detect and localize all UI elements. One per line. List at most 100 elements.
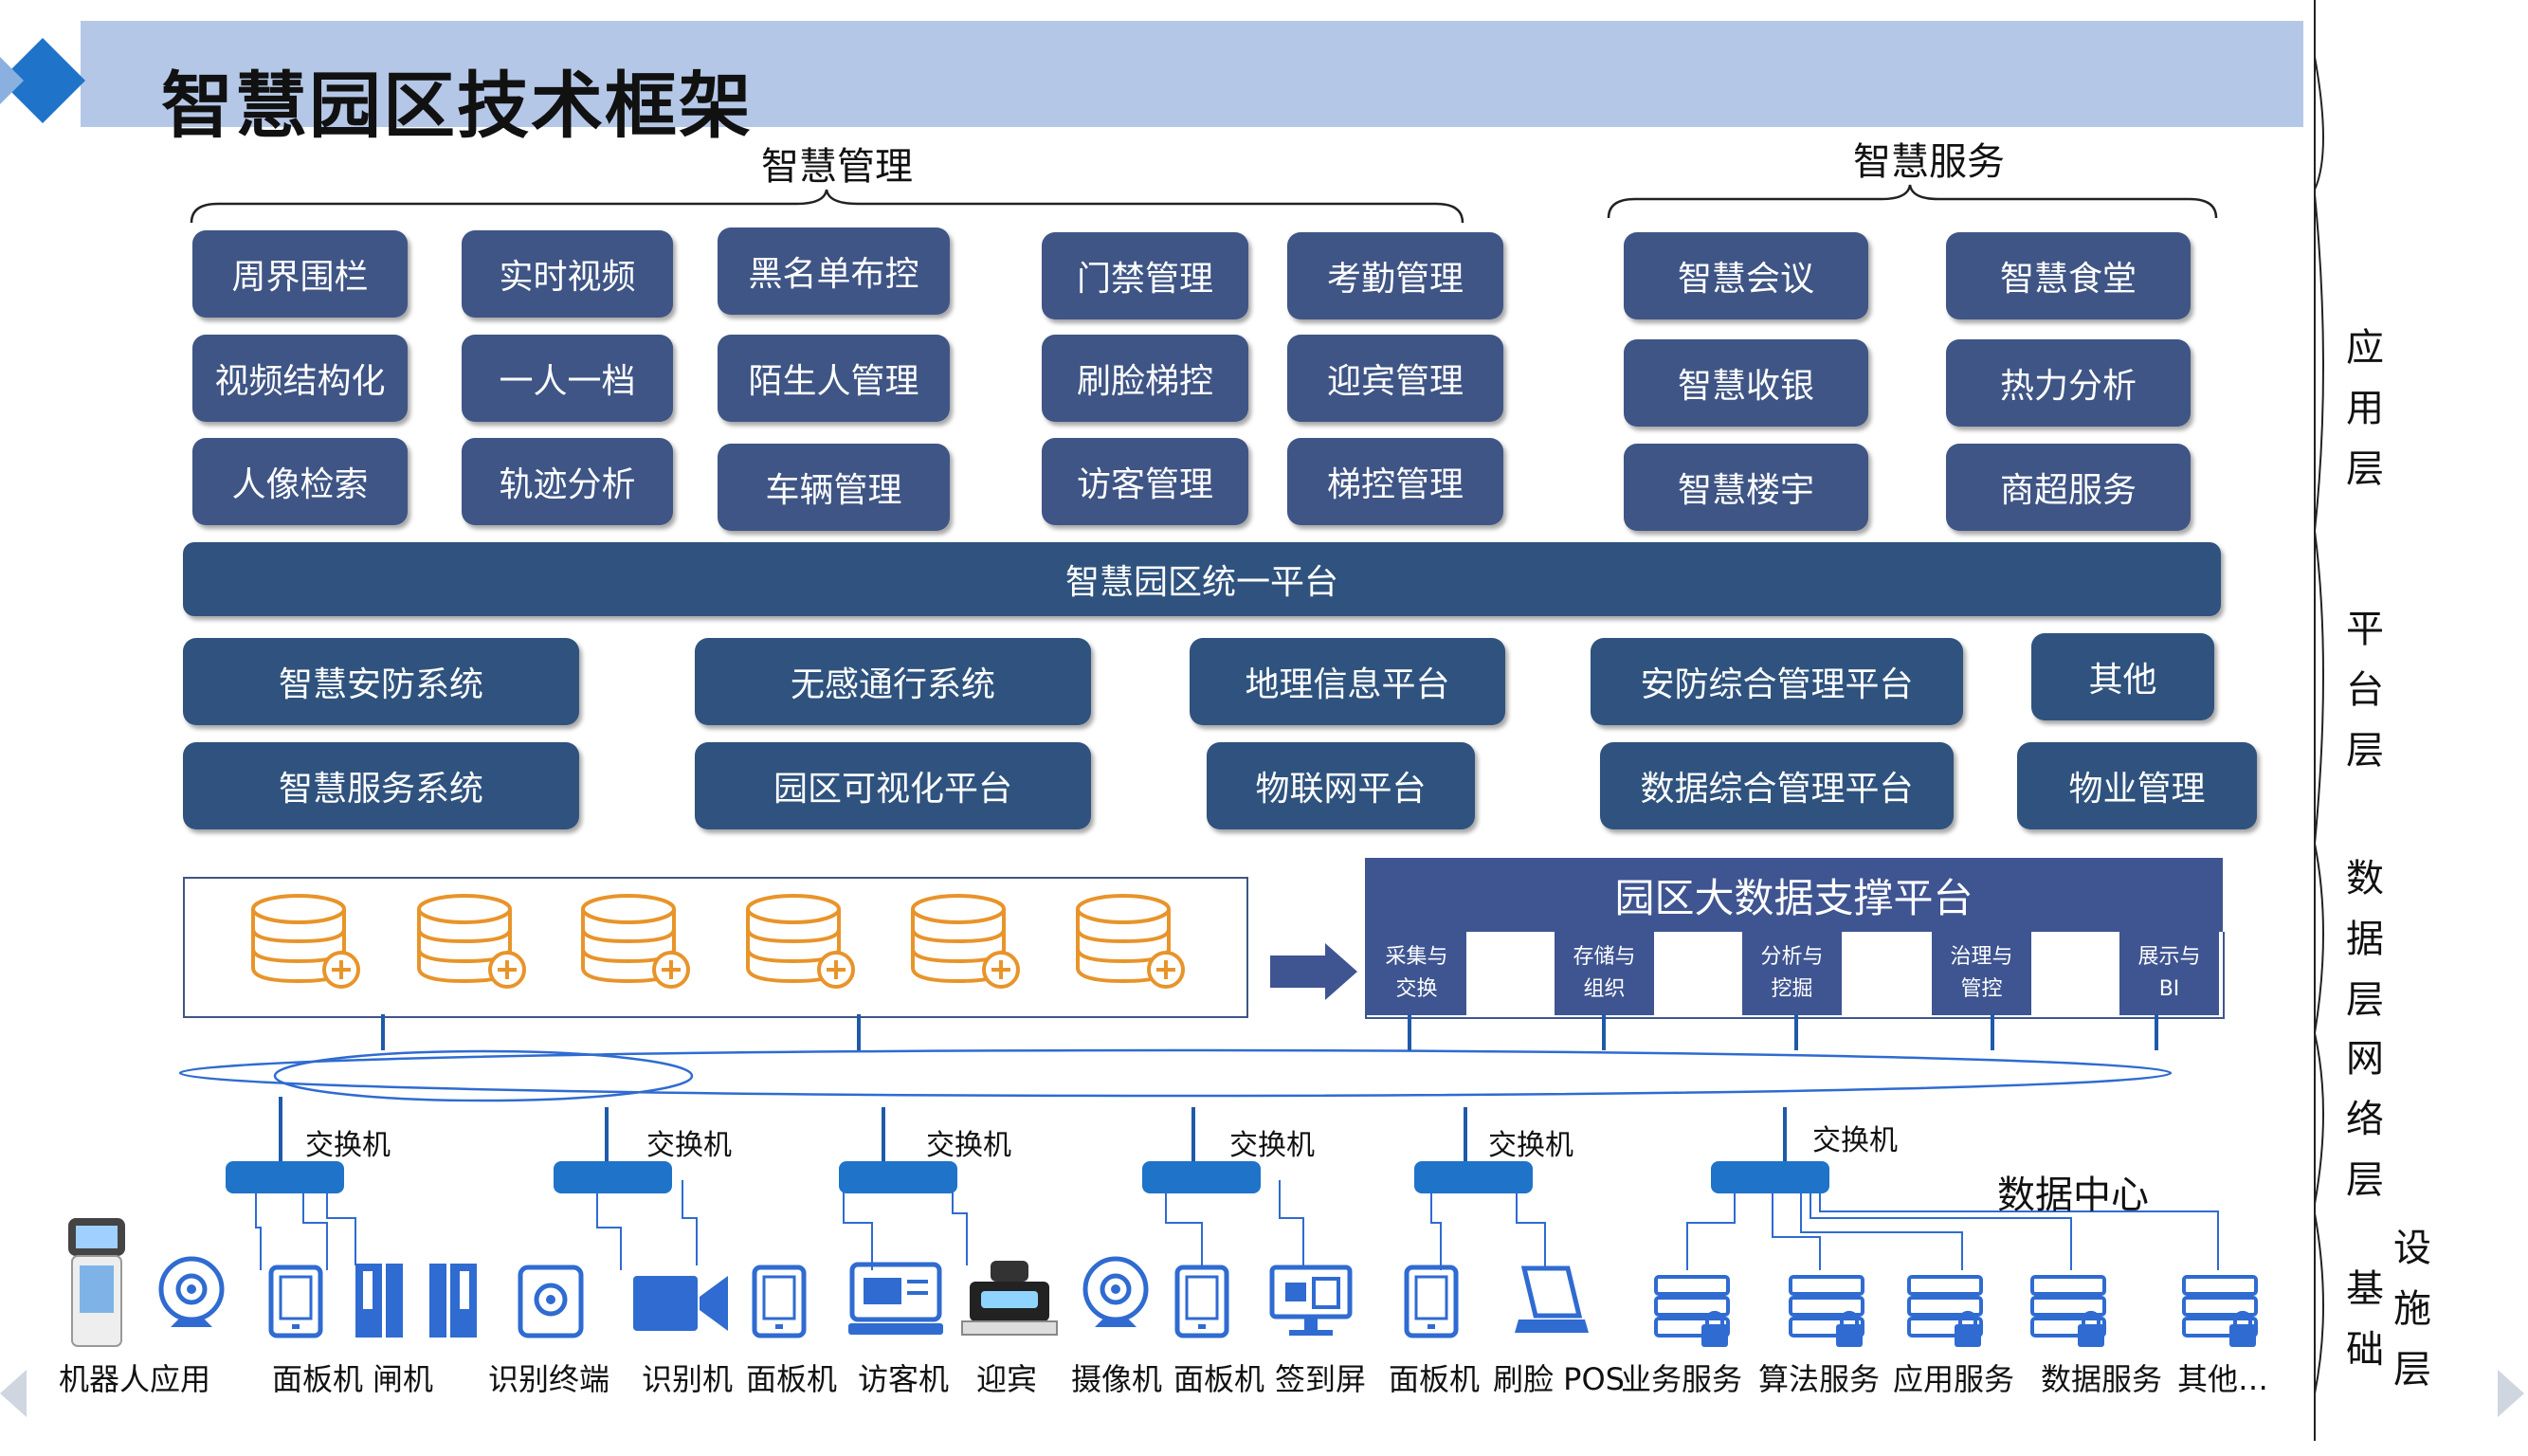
- platform-box-data-mgmt[interactable]: 数据综合管理平台: [1600, 742, 1954, 829]
- switch-label: 交换机: [1488, 1129, 1573, 1162]
- app-box-building[interactable]: 智慧楼宇: [1624, 444, 1868, 531]
- platform-box-security-mgmt[interactable]: 安防综合管理平台: [1591, 638, 1963, 725]
- platform-box-service-system[interactable]: 智慧服务系统: [183, 742, 579, 829]
- app-box-realtime-video[interactable]: 实时视频: [462, 230, 673, 318]
- visitor-kiosk-icon: [848, 1262, 943, 1335]
- platform-box-passage[interactable]: 无感通行系统: [695, 638, 1091, 725]
- app-box-canteen[interactable]: 智慧食堂: [1946, 232, 2191, 319]
- layer-label-data: 数 据 层: [2346, 857, 2384, 1022]
- camera-icon: [158, 1256, 225, 1327]
- network-lines: [178, 1014, 2219, 1270]
- app-box-stranger[interactable]: 陌生人管理: [718, 335, 950, 422]
- device-label-tablet: 面板机: [1173, 1361, 1265, 1397]
- service-brace: [1607, 184, 2218, 219]
- management-brace: [190, 189, 1464, 224]
- bigdata-sub-analysis[interactable]: 分析与挖掘: [1742, 932, 1842, 1015]
- app-box-welcome[interactable]: 迎宾管理: [1287, 335, 1503, 422]
- database-icon: [417, 894, 526, 989]
- video-camera-icon: [633, 1276, 728, 1331]
- platform-box-other[interactable]: 其他: [2031, 633, 2214, 720]
- layer-label-application: 应 用 层: [2346, 326, 2384, 491]
- safe-terminal-icon: [518, 1265, 584, 1338]
- switch-label: 交换机: [926, 1129, 1011, 1162]
- switch-bar: [1711, 1161, 1829, 1193]
- tablet-icon: [752, 1265, 807, 1338]
- layer-label-platform: 平 台 层: [2346, 608, 2384, 773]
- prev-slide-icon[interactable]: [0, 1370, 28, 1417]
- platform-box-visualization[interactable]: 园区可视化平台: [695, 742, 1091, 829]
- app-box-perimeter[interactable]: 周界围栏: [192, 230, 408, 318]
- database-icon: [581, 894, 690, 989]
- welcome-device-icon: [961, 1261, 1058, 1336]
- next-slide-icon[interactable]: [2498, 1370, 2526, 1417]
- platform-box-gis[interactable]: 地理信息平台: [1190, 638, 1505, 725]
- database-icon: [1076, 894, 1185, 989]
- app-box-meeting[interactable]: 智慧会议: [1624, 232, 1868, 319]
- group-label-service: 智慧服务: [1853, 140, 2005, 184]
- device-label-tablet: 面板机: [1389, 1361, 1481, 1397]
- database-icon: [746, 894, 855, 989]
- gate-icon: [355, 1264, 477, 1338]
- switch-label: 交换机: [646, 1129, 732, 1162]
- bigdata-platform-header[interactable]: 园区大数据支撑平台: [1365, 858, 2223, 932]
- switch-label: 交换机: [1229, 1129, 1315, 1162]
- switch-bar: [839, 1161, 957, 1193]
- server-lock-icon: [2030, 1275, 2106, 1347]
- device-label-signin: 签到屏: [1275, 1361, 1367, 1397]
- app-box-video-structuring[interactable]: 视频结构化: [192, 335, 408, 422]
- device-label-gate: 闸机: [373, 1361, 434, 1397]
- app-box-heatmap[interactable]: 热力分析: [1946, 339, 2191, 427]
- device-label-application: 应用服务: [1893, 1361, 2015, 1397]
- tablet-icon: [268, 1265, 323, 1338]
- switch-bar: [1142, 1161, 1261, 1193]
- device-label-business: 业务服务: [1621, 1361, 1743, 1397]
- device-label-robot: 机器人应用: [59, 1361, 211, 1397]
- page-title: 智慧园区技术框架: [161, 64, 753, 148]
- device-label-welcome: 迎宾: [976, 1361, 1038, 1397]
- data-center-label: 数据中心: [1997, 1174, 2149, 1217]
- app-box-visitor[interactable]: 访客管理: [1042, 438, 1248, 525]
- app-box-one-person-file[interactable]: 一人一档: [462, 335, 673, 422]
- app-box-blacklist[interactable]: 黑名单布控: [718, 228, 950, 315]
- switch-bar: [226, 1161, 344, 1193]
- pos-laptop-icon: [1515, 1265, 1589, 1333]
- signin-screen-icon: [1269, 1265, 1353, 1336]
- app-box-attendance[interactable]: 考勤管理: [1287, 232, 1503, 319]
- server-lock-icon: [1654, 1275, 1730, 1347]
- robot-icon: [68, 1218, 125, 1347]
- title-diamond-icon: [0, 38, 85, 123]
- bigdata-sub-collect[interactable]: 采集与交换: [1367, 932, 1466, 1015]
- database-icon: [911, 894, 1020, 989]
- app-box-vehicle[interactable]: 车辆管理: [718, 444, 950, 531]
- layer-label-infra-right: 设 施 层: [2393, 1227, 2431, 1392]
- device-label-other: 其他…: [2177, 1361, 2269, 1397]
- device-label-camera: 摄像机: [1071, 1361, 1163, 1397]
- app-box-elevator[interactable]: 梯控管理: [1287, 438, 1503, 525]
- server-lock-icon: [1789, 1275, 1864, 1347]
- database-icon: [251, 894, 360, 989]
- app-box-retail[interactable]: 商超服务: [1946, 444, 2191, 531]
- tablet-icon: [1404, 1265, 1459, 1338]
- tablet-icon: [1174, 1265, 1229, 1338]
- switch-bar: [1414, 1161, 1533, 1193]
- device-label-pos: 刷脸 POS: [1493, 1361, 1625, 1397]
- device-label-terminal: 识别终端: [488, 1361, 610, 1397]
- server-lock-icon: [2182, 1275, 2258, 1347]
- layer-label-network: 网 络 层: [2346, 1037, 2384, 1202]
- platform-box-property[interactable]: 物业管理: [2017, 742, 2257, 829]
- layer-brackets: [2314, 0, 2324, 1441]
- platform-box-security[interactable]: 智慧安防系统: [183, 638, 579, 725]
- database-icons: [251, 894, 1185, 989]
- unified-platform-bar[interactable]: 智慧园区统一平台: [183, 542, 2221, 616]
- bigdata-sub-governance[interactable]: 治理与管控: [1932, 932, 2031, 1015]
- bigdata-sub-storage[interactable]: 存储与组织: [1555, 932, 1654, 1015]
- app-box-trajectory[interactable]: 轨迹分析: [462, 438, 673, 525]
- app-box-face-search[interactable]: 人像检索: [192, 438, 408, 525]
- app-box-face-elevator[interactable]: 刷脸梯控: [1042, 335, 1248, 422]
- layer-label-infra-left: 基 础: [2346, 1267, 2384, 1372]
- server-lock-icon: [1907, 1275, 1983, 1347]
- app-box-access-control[interactable]: 门禁管理: [1042, 232, 1248, 319]
- platform-box-iot[interactable]: 物联网平台: [1207, 742, 1475, 829]
- app-box-cashier[interactable]: 智慧收银: [1624, 339, 1868, 427]
